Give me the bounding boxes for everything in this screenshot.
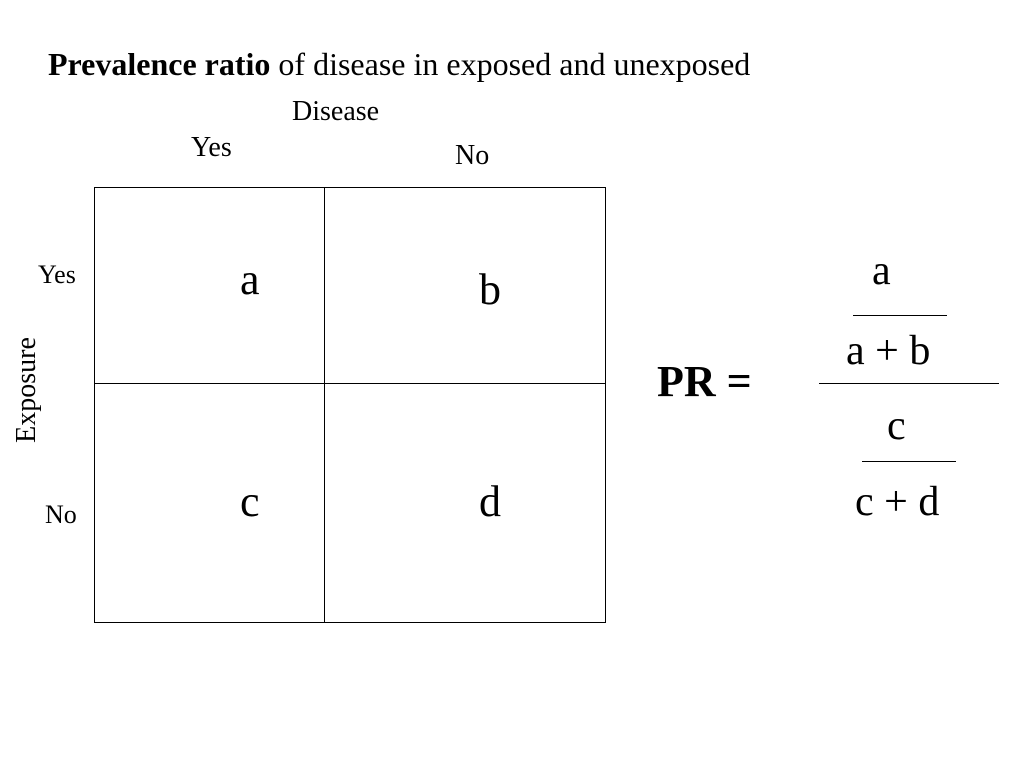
disease-header: Disease bbox=[292, 96, 380, 127]
table-vertical-divider bbox=[324, 188, 325, 622]
row-no-label: No bbox=[45, 500, 77, 529]
top-fraction-bar bbox=[853, 315, 947, 316]
column-no-label: No bbox=[455, 140, 490, 171]
cell-d: d bbox=[479, 477, 501, 526]
title-bold: Prevalence ratio bbox=[48, 46, 271, 82]
top-denominator: a + b bbox=[846, 328, 931, 374]
two-by-two-table bbox=[94, 187, 606, 623]
top-numerator: a bbox=[872, 248, 891, 294]
bottom-numerator: c bbox=[887, 403, 906, 449]
slide-title: Prevalence ratio of disease in exposed a… bbox=[48, 48, 750, 80]
exposure-header: Exposure bbox=[11, 337, 42, 443]
cell-a: a bbox=[240, 255, 260, 304]
title-rest: of disease in exposed and unexposed bbox=[270, 46, 751, 82]
bottom-fraction-bar bbox=[862, 461, 956, 462]
pr-label: PR = bbox=[657, 357, 752, 406]
main-fraction-bar bbox=[819, 383, 999, 384]
cell-c: c bbox=[240, 477, 260, 526]
cell-b: b bbox=[479, 265, 501, 314]
column-yes-label: Yes bbox=[191, 132, 232, 163]
bottom-denominator: c + d bbox=[855, 479, 940, 525]
table-horizontal-divider bbox=[95, 383, 605, 384]
row-yes-label: Yes bbox=[38, 260, 76, 289]
